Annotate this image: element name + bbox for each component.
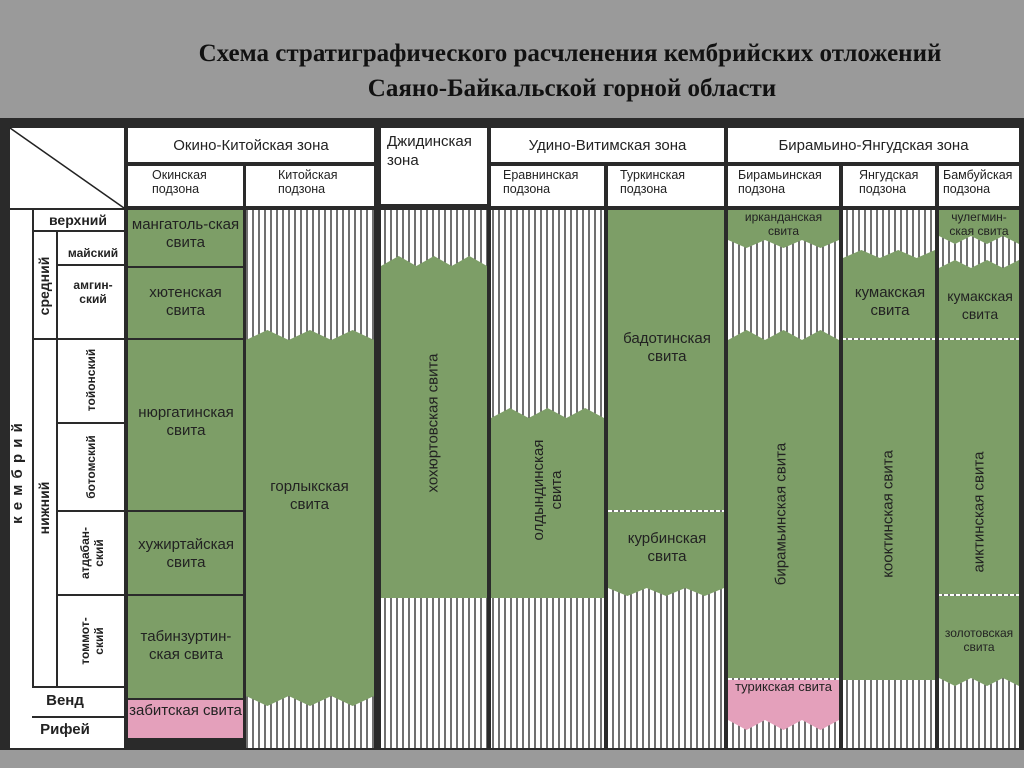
toyonskiy-cell	[58, 340, 124, 422]
subzone-kitoyskaya: Китойская подзона	[246, 166, 374, 206]
stage-tommotskiy: томмот-ский	[78, 617, 106, 665]
series-lower: нижний	[36, 481, 52, 535]
okin-mangatol	[128, 210, 243, 266]
okin-khuzhirtay	[128, 512, 243, 594]
stage-botomskiy: ботомский	[84, 435, 98, 499]
series-upper: верхний	[48, 212, 108, 228]
subzone-eravninskaya: Еравнинская подзона	[491, 166, 604, 206]
stage-atdabanskiy: атдабан-ский	[78, 527, 106, 580]
suite-oldyndin: олдындинская свита	[530, 439, 565, 541]
yangud-kumak	[843, 250, 935, 338]
mayskiy-cell	[58, 232, 124, 264]
rifey: Рифей	[40, 721, 90, 738]
zone-biramyino-yangud: Бирамьино-Янгудская зона	[728, 128, 1019, 162]
amginskiy-cell	[58, 266, 124, 338]
upper-cell	[34, 210, 124, 230]
suite-kumak-yangud: кумакская свита	[854, 284, 926, 319]
lower-series-cell	[34, 340, 56, 686]
scheme-table: Окино-Китойская зона Джидинская зона Уди…	[0, 118, 1024, 750]
suite-nyurgatin: нюргатинская свита	[138, 404, 234, 439]
series-middle: средний	[36, 256, 52, 316]
bambuy-kumak	[939, 260, 1019, 338]
suite-irkandan: ирканданская свита	[744, 210, 823, 238]
bambuy-zolotov	[939, 596, 1019, 686]
biram-biramyin	[728, 330, 839, 678]
yangud-kooktin	[843, 340, 935, 680]
header-corner-diagonal	[9, 127, 125, 209]
suite-kooktin: кооктинская свита	[879, 450, 897, 578]
turka-kurbin	[608, 512, 724, 596]
system-cambrian: к е м б р и й	[9, 422, 26, 524]
okin-tabinzurtin	[128, 596, 243, 698]
okin-zabit	[128, 700, 243, 738]
turka-badotin	[608, 210, 724, 510]
title-line-2: Саяно-Байкальской горной области	[367, 75, 777, 102]
system-cell	[10, 210, 32, 748]
rifey-cell	[10, 718, 124, 748]
subzone-biramyinskaya: Бирамьинская подзона	[728, 166, 839, 206]
atdabanskiy-cell	[58, 512, 124, 594]
biram-turik	[728, 680, 839, 730]
zone-okino-kitoy: Окино-Китойская зона	[128, 128, 374, 162]
stage-amginskiy: амгин-ский	[73, 278, 113, 306]
vend: Венд	[46, 692, 84, 709]
kitoy-gorlyk	[246, 330, 374, 706]
suite-mangatol: мангатоль-ская свита	[131, 216, 240, 251]
subzone-bambuyskaya: Бамбуйская подзона	[939, 166, 1019, 206]
title-line-1: Схема стратиграфического расчленения кем…	[198, 40, 942, 67]
okin-nyurgatin	[128, 340, 243, 510]
suite-turik: турикская свита	[735, 679, 832, 694]
vend-cell	[10, 688, 124, 716]
stage-mayskiy: майский	[67, 246, 119, 260]
tommotskiy-cell	[58, 596, 124, 686]
subzone-okinskaya: Окинская подзона	[128, 166, 243, 206]
biram-irkandan	[728, 210, 839, 248]
okin-khyuten	[128, 268, 243, 338]
suite-aiktin: аиктинская свита	[970, 451, 988, 573]
zone-dzhida: Джидинская зона	[381, 128, 487, 204]
suite-biramyin: бирамьинская свита	[772, 442, 790, 586]
eravna-oldyndin	[491, 408, 604, 598]
subzone-turkinskaya: Туркинская подзона	[608, 166, 724, 206]
botomskiy-cell	[58, 424, 124, 510]
scheme-graphics	[9, 127, 1019, 748]
zone-udino-vitim: Удино-Витимская зона	[491, 128, 724, 162]
stage-toyonskiy: тойонский	[84, 348, 98, 412]
dzhida-khokhyurtov	[381, 256, 487, 598]
suite-khyuten: хютенская свита	[149, 284, 222, 319]
suite-khuzhirtay: хужиртайская свита	[138, 536, 234, 571]
suite-khokhyurtov: хохюртовская свита	[424, 353, 442, 493]
suite-kumak-bambuy: кумакская свита	[947, 288, 1013, 322]
subzone-yangudskaya: Янгудская подзона	[843, 166, 935, 206]
suite-badotin: бадотинская свита	[623, 330, 711, 365]
suite-tabinzurtin: табинзуртин-ская свита	[140, 628, 232, 663]
suite-gorlyk: горлыкская свита	[270, 478, 349, 513]
middle-series-cell	[34, 232, 56, 338]
suite-zabit: забитская свита	[129, 702, 242, 719]
bambuy-chulegmin	[939, 210, 1019, 244]
suite-zolotov: золотовская свита	[944, 626, 1014, 654]
suite-kurbin: курбинская свита	[627, 530, 707, 565]
suite-chulegmin: чулегмин-ская свита	[949, 210, 1009, 238]
bambuy-aiktin	[939, 340, 1019, 594]
